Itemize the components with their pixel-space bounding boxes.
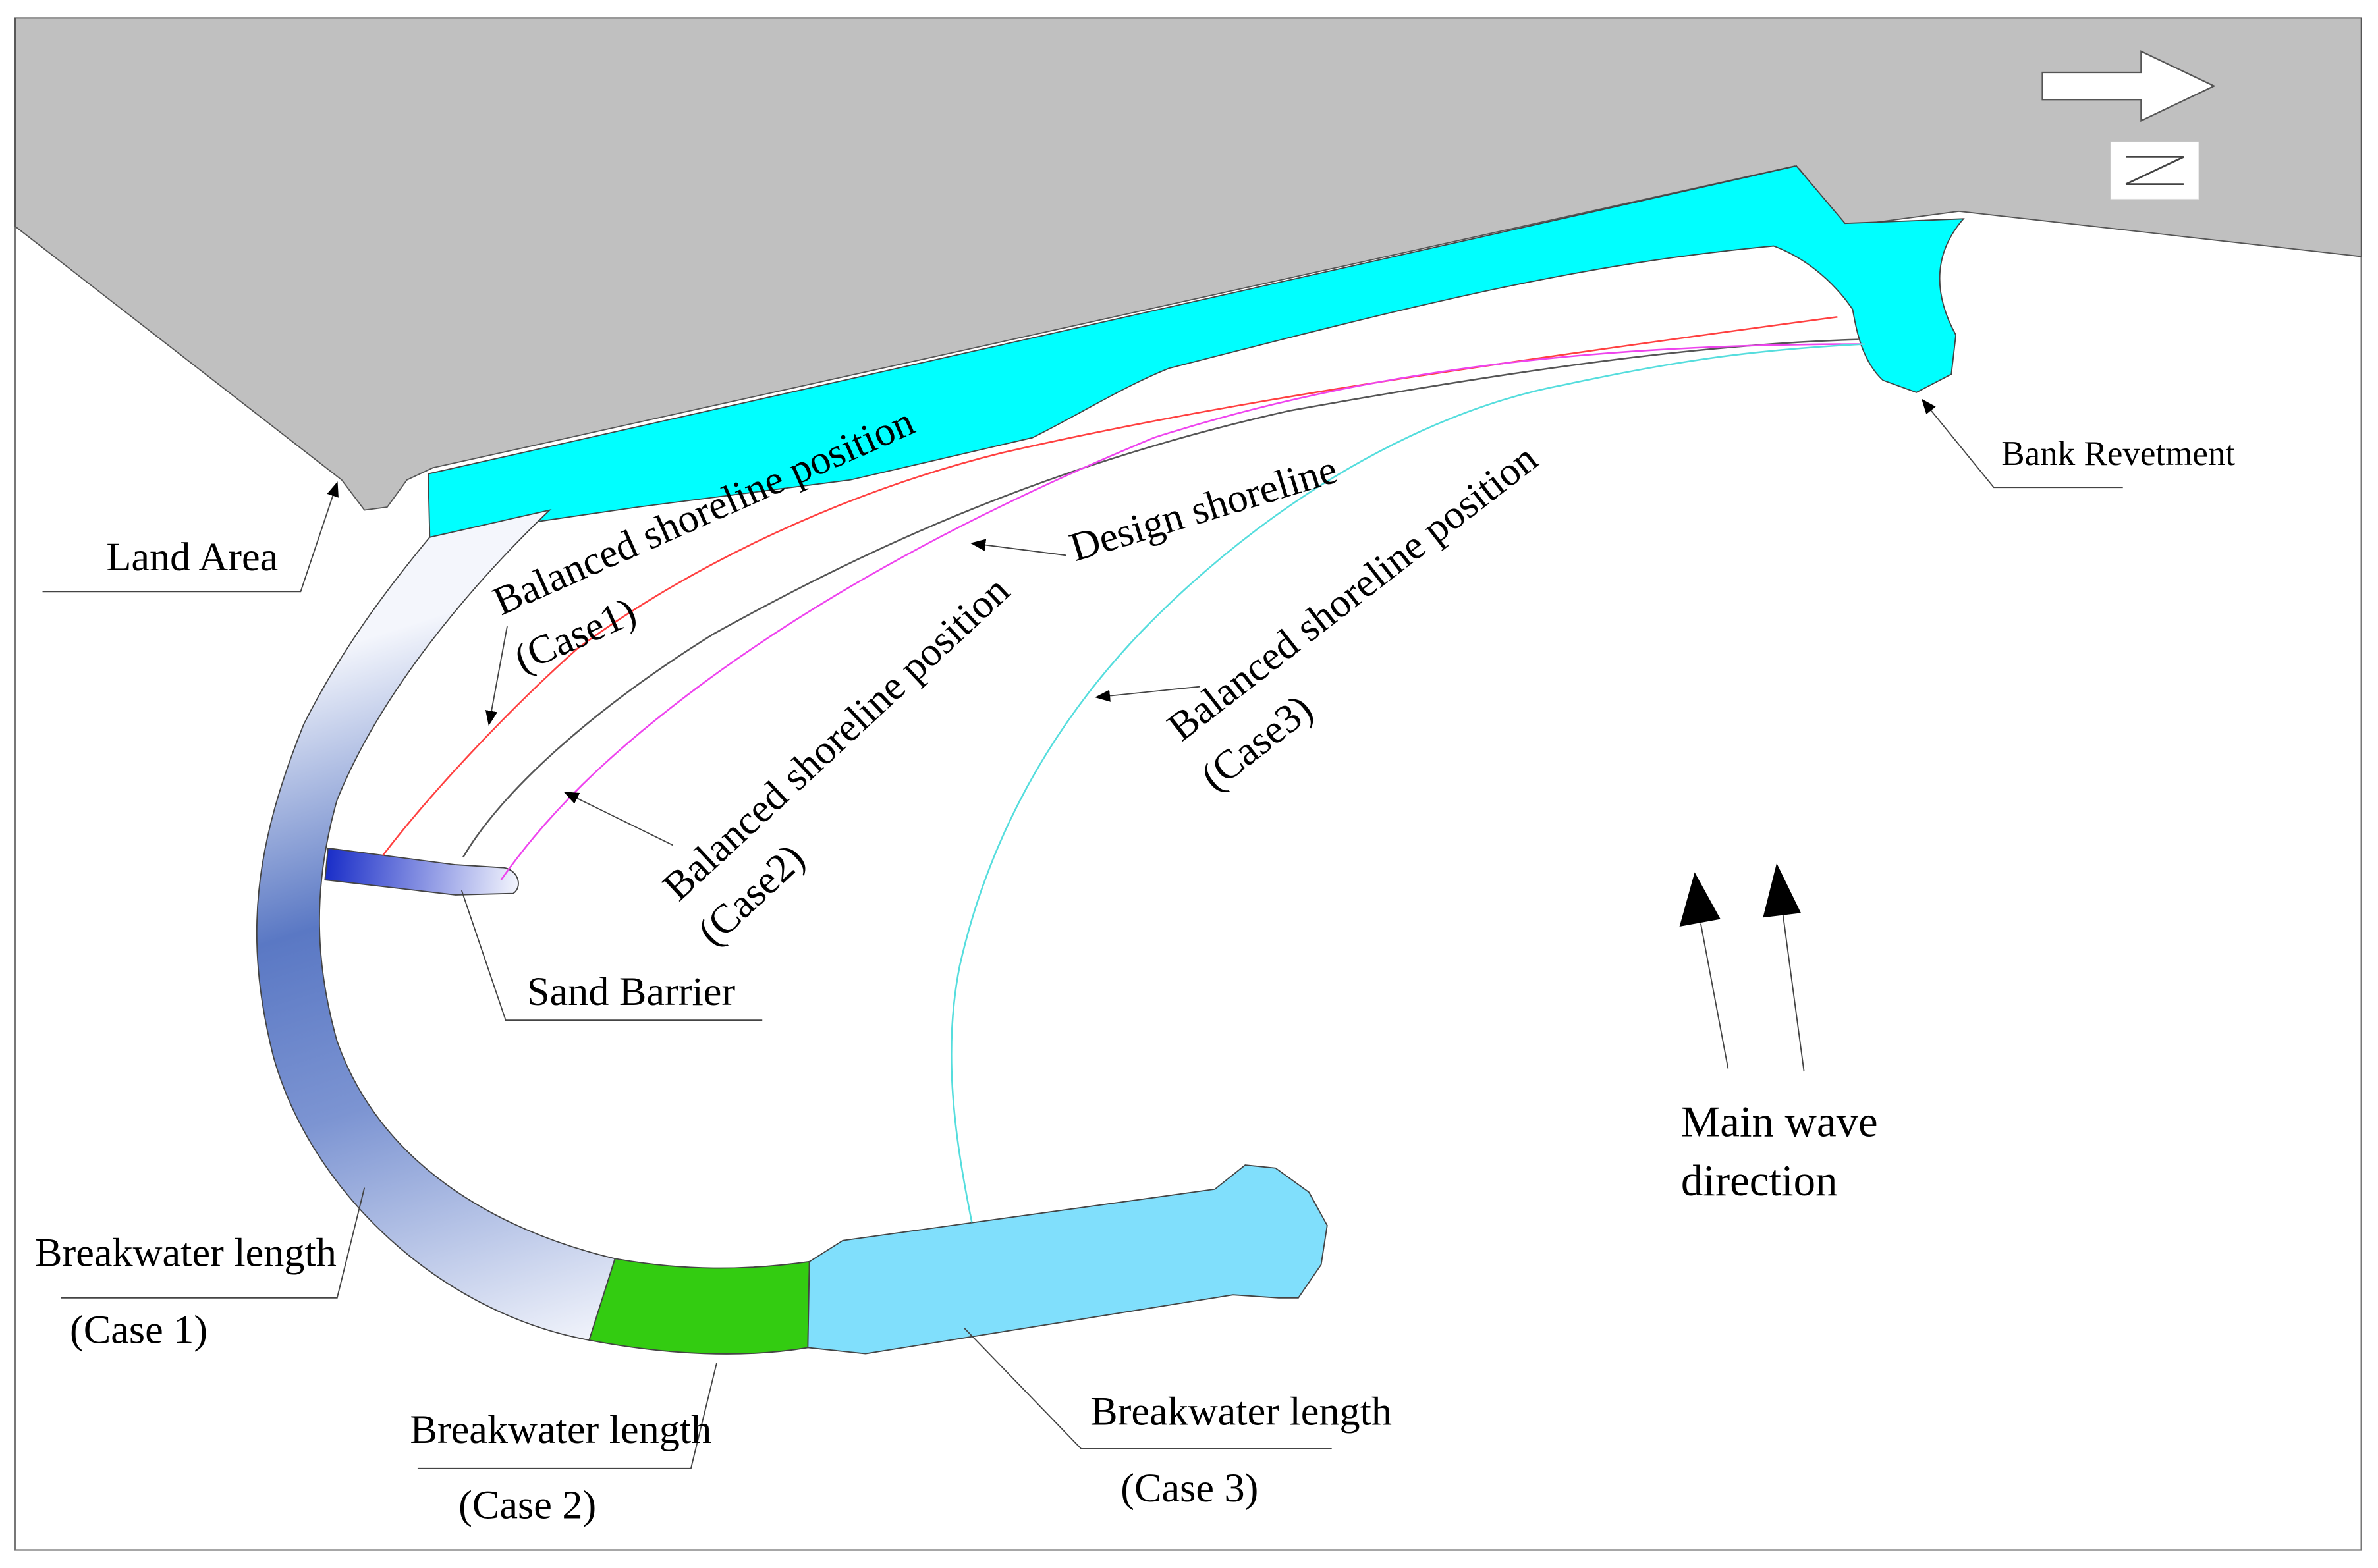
reclaimed-area — [428, 165, 1965, 538]
leader-bw-case3 — [964, 1327, 1332, 1449]
label-main-wave-line2: direction — [1681, 1157, 1838, 1205]
label-main-wave-line1: Main wave — [1681, 1098, 1878, 1147]
wave-arrow-1-shaft — [1700, 923, 1729, 1069]
label-bw-case3-line1: Breakwater length — [1090, 1389, 1392, 1434]
leader-case3 — [1095, 686, 1200, 702]
design-shoreline — [462, 338, 1859, 858]
leader-bank-revetment — [1921, 398, 2123, 489]
leader-case2 — [563, 792, 673, 846]
label-sand-barrier: Sand Barrier — [527, 969, 736, 1014]
wave-arrow-2-shaft — [1782, 913, 1805, 1072]
label-bw-case3-line2: (Case 3) — [1120, 1466, 1258, 1511]
leader-land-area — [42, 481, 339, 593]
label-bw-case2-line2: (Case 2) — [458, 1483, 596, 1528]
label-bank-revetment: Bank Revetment — [2001, 435, 2235, 473]
label-bw-case1-line2: (Case 1) — [70, 1308, 207, 1353]
label-land-area: Land Area — [106, 535, 278, 580]
leader-case1 — [485, 626, 508, 726]
leader-bw-case2 — [417, 1363, 717, 1469]
leader-sand-barrier — [460, 890, 763, 1021]
label-bw-case1-line1: Breakwater length — [35, 1231, 337, 1276]
land-area — [14, 17, 2362, 511]
north-arrow-icon — [2041, 50, 2216, 122]
wave-arrow-2-icon — [1763, 863, 1802, 918]
sand-barrier — [324, 847, 519, 896]
leader-design-shoreline — [970, 539, 1066, 556]
label-bw-case2-line1: Breakwater length — [410, 1407, 711, 1452]
leader-bw-case1 — [61, 1187, 366, 1299]
breakwater-case2 — [588, 1258, 810, 1355]
breakwater-case3 — [807, 1164, 1328, 1355]
shoreline-case3 — [951, 343, 1865, 1223]
north-symbol-icon — [2125, 155, 2184, 185]
north-symbol-box — [2110, 141, 2199, 200]
wave-arrow-1-icon — [1679, 872, 1721, 927]
shoreline-case2 — [500, 343, 1862, 880]
